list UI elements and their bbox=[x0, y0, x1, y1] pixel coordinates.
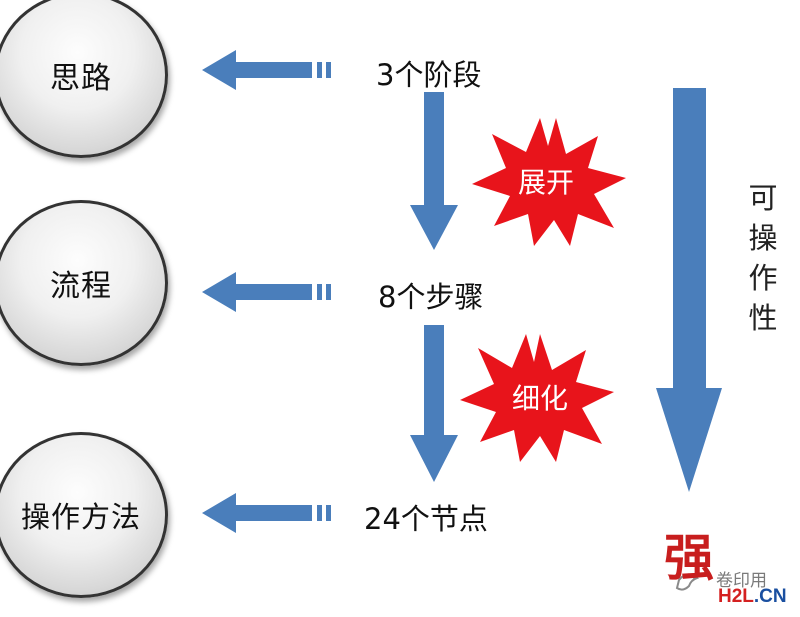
burst-expand-text: 展开 bbox=[518, 166, 574, 199]
circle-thinking-label: 思路 bbox=[50, 61, 112, 96]
down-arrow-refine bbox=[410, 325, 458, 482]
burst-expand: 展开 bbox=[472, 118, 626, 246]
operability-arrow bbox=[656, 88, 722, 492]
burst-refine: 细化 bbox=[460, 334, 614, 462]
operability-char-3: 作 bbox=[748, 261, 778, 295]
watermark-h2l: H2L bbox=[718, 586, 754, 607]
stage-phases-label: 3个阶段 bbox=[376, 58, 482, 92]
left-arrow-method bbox=[202, 493, 331, 533]
burst-refine-text: 细化 bbox=[512, 382, 568, 415]
left-arrow-thinking bbox=[202, 50, 331, 90]
down-arrow-expand bbox=[410, 92, 458, 250]
watermark-site: H2L.CN bbox=[718, 586, 787, 608]
stage-steps-label: 8个步骤 bbox=[378, 280, 484, 314]
operability-char-1: 可 bbox=[748, 181, 778, 215]
watermark-logo-icon bbox=[675, 573, 700, 591]
strong-label: 强 bbox=[664, 528, 714, 587]
stage-nodes-label: 24个节点 bbox=[364, 502, 488, 536]
circle-process-label: 流程 bbox=[50, 269, 112, 304]
operability-char-4: 性 bbox=[748, 301, 778, 335]
watermark-text: 卷印用 bbox=[716, 571, 767, 590]
operability-label: 可 操 作 性 bbox=[743, 178, 783, 338]
operability-char-2: 操 bbox=[748, 221, 778, 255]
circle-process: 流程 bbox=[0, 200, 168, 366]
circle-thinking: 思路 bbox=[0, 0, 168, 158]
circle-method-label: 操作方法 bbox=[20, 500, 141, 534]
left-arrow-process bbox=[202, 272, 331, 312]
circle-method: 操作方法 bbox=[0, 432, 168, 598]
watermark-cn: .CN bbox=[753, 586, 787, 607]
